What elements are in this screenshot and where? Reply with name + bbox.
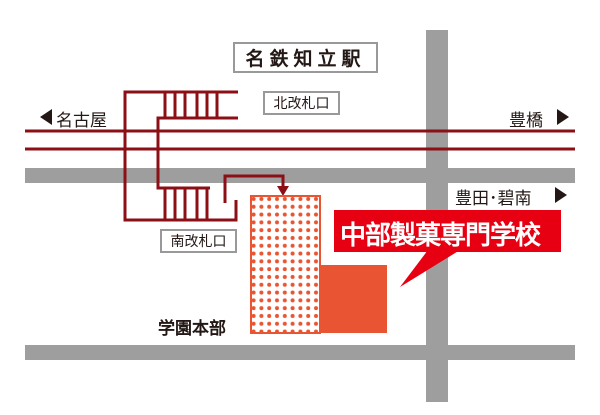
railway (25, 90, 575, 222)
station-name-box: 名鉄知立駅 (233, 42, 378, 73)
road-horizontal-north (25, 168, 575, 183)
direction-toyohashi: 豊橋 (509, 111, 543, 131)
route-arrow (223, 174, 285, 203)
road-horizontal-south (25, 345, 575, 360)
school-name-label: 中部製菓専門学校 (340, 221, 541, 251)
arrow-right-icon (555, 187, 567, 203)
route-arrowhead (277, 186, 289, 196)
campus-main-building (250, 195, 321, 334)
campus-main-label: 学園本部 (158, 319, 226, 339)
school-building (320, 265, 387, 333)
south-gate-box: 南改札口 (160, 229, 237, 253)
north-gate-box: 北改札口 (263, 91, 340, 115)
direction-toyota-hekinan: 豊田･碧南 (455, 189, 532, 209)
north-gate-label: 北改札口 (273, 96, 330, 112)
south-gate-label: 南改札口 (170, 234, 227, 250)
station-name: 名鉄知立駅 (245, 48, 366, 70)
callout-box (334, 210, 561, 252)
direction-nagoya: 名古屋 (56, 111, 107, 131)
callout-pointer (400, 250, 460, 287)
arrow-left-icon (40, 109, 52, 125)
arrow-right-icon (557, 109, 569, 125)
